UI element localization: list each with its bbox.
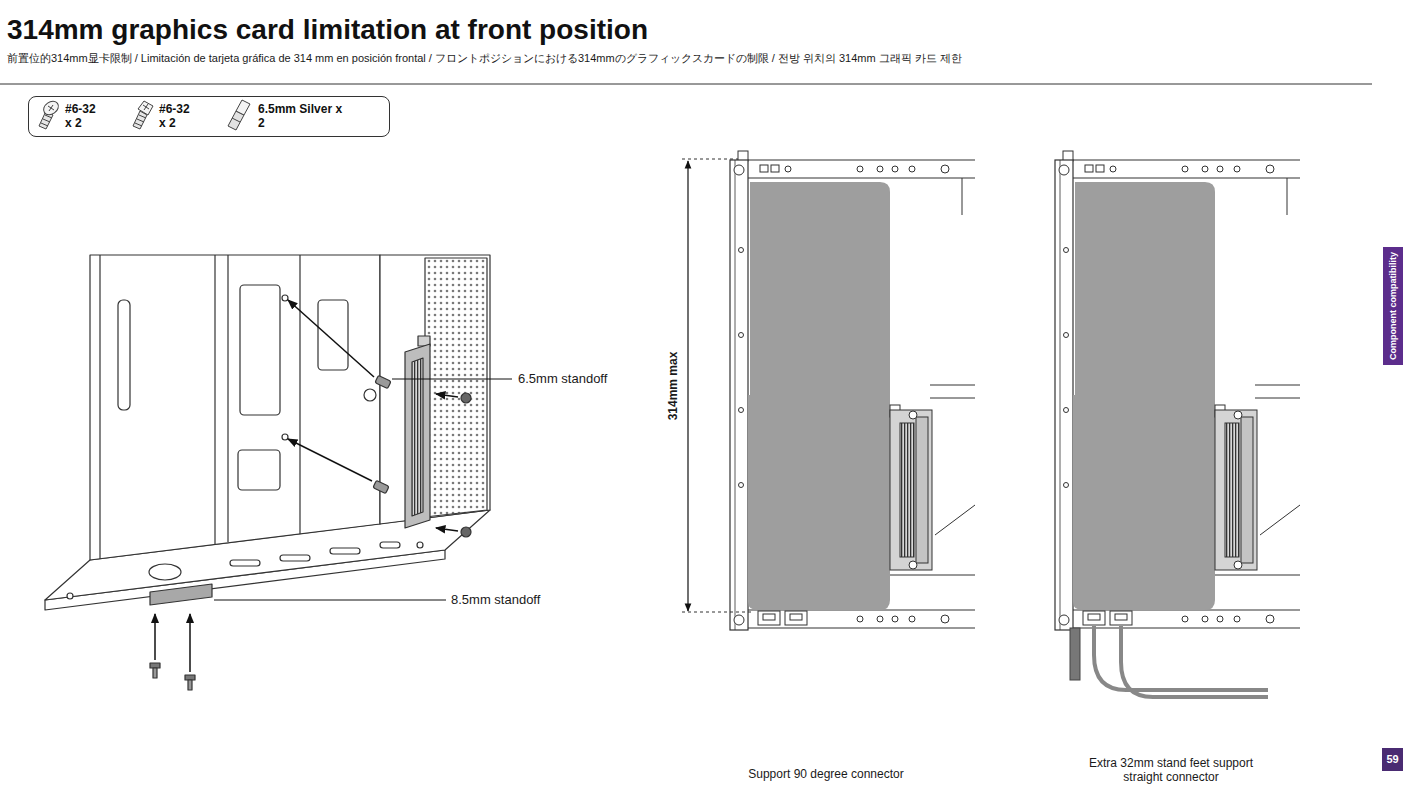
chassis-illustration	[90, 255, 380, 560]
parts-icons	[39, 98, 61, 129]
subtitle: 前置位的314mm显卡限制 / Limitación de tarjeta gr…	[7, 52, 962, 65]
parts-box-text: #6-32 x 2	[159, 102, 199, 131]
chassis-illustration	[412, 358, 423, 516]
chassis-illustration	[380, 255, 490, 524]
parts-icons	[133, 101, 153, 129]
chassis-illustration	[461, 393, 471, 403]
parts-icons	[39, 98, 250, 130]
chassis-illustration	[240, 285, 280, 415]
page-title: 314mm graphics card limitation at front …	[7, 13, 648, 47]
chassis-illustration	[99, 255, 100, 559]
front-view-90-degree	[730, 151, 975, 630]
chassis-illustration	[185, 675, 195, 680]
chassis-illustration	[45, 255, 490, 690]
parts-box: #6-32 x 2 #6-32 x 2 6.5mm Silver x 2	[28, 96, 390, 137]
dimension-label: 314mm max	[666, 352, 680, 421]
assembly-arrows	[436, 394, 458, 397]
leader-line	[392, 379, 512, 380]
leader-line	[214, 379, 512, 600]
chassis-illustration	[318, 300, 348, 370]
figure-caption: Support 90 degree connector	[676, 767, 976, 781]
chassis-illustration	[282, 434, 288, 440]
chassis-illustration	[417, 542, 423, 548]
page-number-box: 59	[1382, 748, 1403, 771]
assembly-arrows	[288, 300, 374, 377]
chassis-illustration	[238, 450, 280, 490]
chassis-illustration	[214, 255, 215, 544]
section-tab: Component compatibility	[1383, 247, 1403, 365]
dimension-line	[682, 159, 752, 612]
leader-line	[214, 600, 446, 601]
title-rule	[0, 84, 1372, 85]
chassis-illustration	[330, 548, 360, 554]
front-view-90-degree	[730, 151, 975, 630]
parts-box-text: #6-32 x 2	[65, 102, 105, 131]
chassis-illustration	[405, 344, 430, 528]
chassis-illustration	[380, 542, 400, 548]
chassis-illustration	[282, 295, 288, 301]
assembly-arrows	[189, 614, 191, 672]
assembly-arrows	[155, 300, 458, 672]
chassis-illustration	[299, 255, 300, 534]
chassis-illustration	[280, 555, 310, 561]
chassis-illustration	[150, 584, 212, 605]
chassis-illustration	[153, 668, 157, 678]
callout-label: 6.5mm standoff	[518, 371, 607, 387]
callout-label: 8.5mm standoff	[451, 592, 540, 608]
chassis-illustration	[373, 480, 389, 493]
chassis-illustration	[118, 300, 130, 410]
assembly-arrows	[288, 439, 372, 481]
chassis-illustration	[425, 258, 487, 517]
front-view-straight	[1055, 151, 1300, 630]
section-tab-text: Component compatibility	[1388, 252, 1399, 360]
front-view-straight	[1070, 628, 1080, 680]
front-view-straight	[1121, 626, 1268, 697]
figure-caption: Extra 32mm stand feet support straight c…	[1089, 756, 1254, 785]
assembly-arrows	[154, 614, 156, 660]
chassis-illustration	[461, 527, 471, 537]
chassis-illustration	[149, 564, 181, 580]
chassis-illustration	[230, 560, 260, 566]
assembly-arrows	[436, 528, 458, 531]
chassis-illustration	[375, 375, 391, 388]
chassis-illustration	[188, 680, 192, 690]
parts-icons	[228, 100, 250, 130]
chassis-illustration	[364, 389, 376, 401]
dimension-line	[687, 161, 688, 611]
page-number-box-text: 59	[1386, 753, 1398, 766]
parts-box-text: 6.5mm Silver x 2	[258, 102, 350, 131]
chassis-illustration	[67, 593, 73, 599]
front-view-straight	[1055, 151, 1300, 697]
dimension-line	[682, 159, 752, 612]
chassis-illustration	[227, 255, 228, 542]
chassis-illustration	[150, 663, 160, 668]
